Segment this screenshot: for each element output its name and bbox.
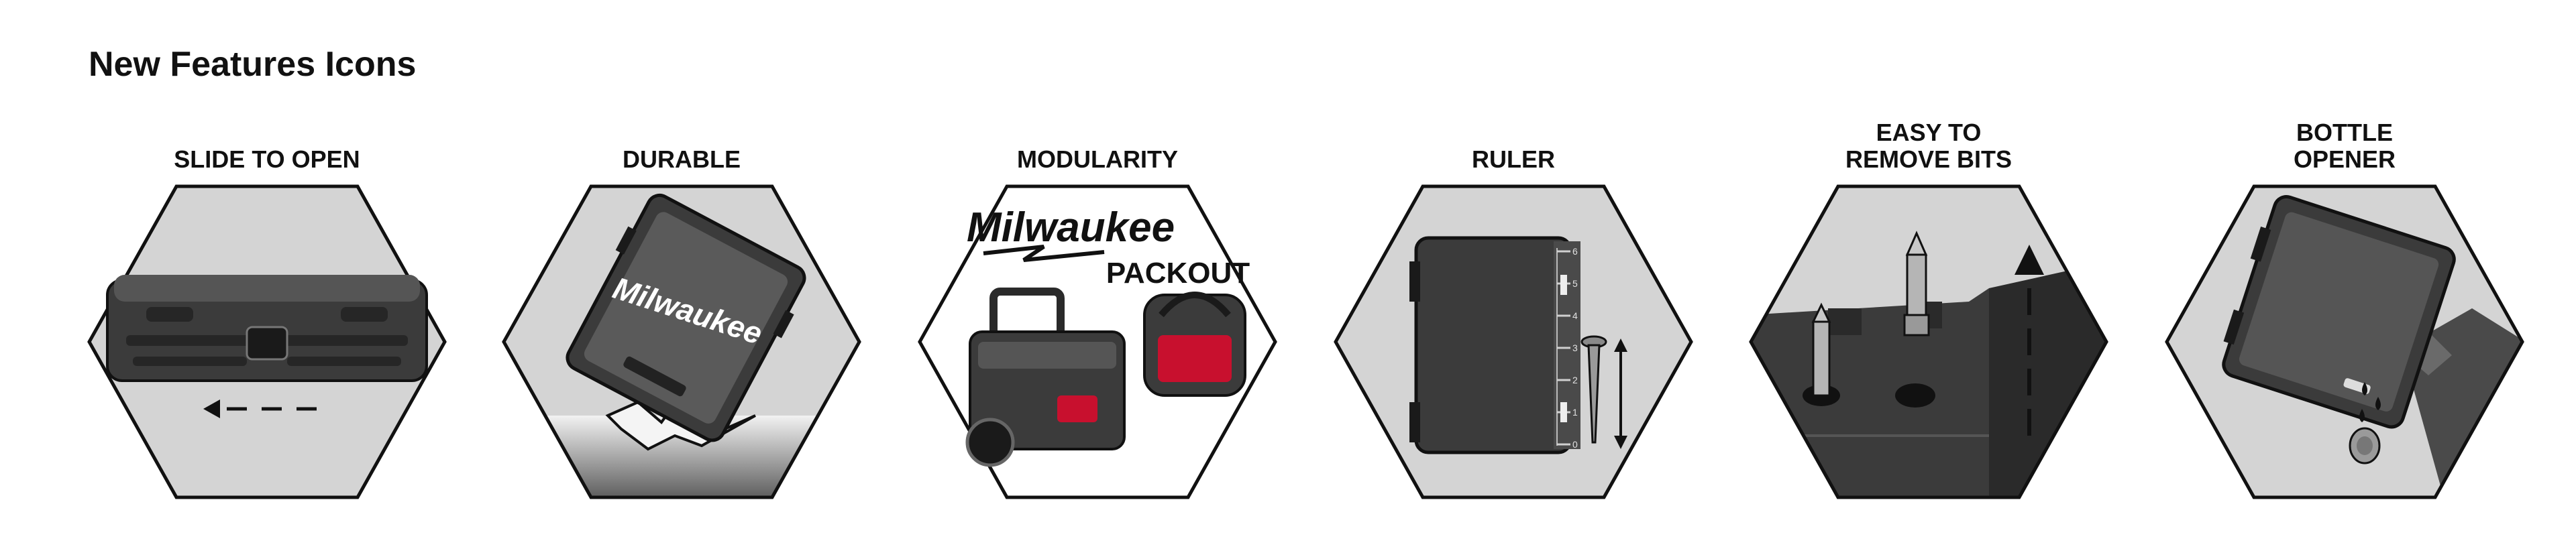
ruler-mark: 6 — [1572, 246, 1578, 257]
bottle-opener-icon — [2165, 184, 2524, 499]
feature-label: EASY TO REMOVE BITS — [1845, 119, 2012, 173]
feature-easy-to-remove-bits: EASY TO REMOVE BITS — [1748, 119, 2110, 509]
feature-durable: DURABLE Milwaukee — [500, 134, 863, 509]
ruler-icon: 6 5 4 3 2 1 0 — [1334, 184, 1693, 499]
feature-bottle-opener: BOTTLE OPENER — [2163, 119, 2526, 509]
slide-to-open-icon — [87, 184, 447, 499]
ruler-mark: 4 — [1572, 310, 1578, 321]
ruler-mark: 0 — [1572, 439, 1578, 450]
ruler-mark: 1 — [1572, 407, 1578, 418]
feature-slide-to-open: SLIDE TO OPEN — [86, 134, 448, 509]
feature-ruler: RULER 6 5 4 3 2 1 0 — [1332, 134, 1695, 509]
ruler-mark: 5 — [1572, 278, 1578, 289]
modularity-icon: Milwaukee PACKOUT — [918, 184, 1277, 499]
feature-modularity: MODULARITY Milwaukee PACKOUT — [916, 134, 1279, 509]
ruler-mark: 3 — [1572, 343, 1578, 353]
feature-label: BOTTLE OPENER — [2293, 119, 2396, 173]
feature-label: MODULARITY — [1017, 145, 1178, 173]
easy-remove-bits-icon — [1749, 184, 2108, 499]
brand-logo-text: Milwaukee — [967, 204, 1175, 251]
product-line-text: PACKOUT — [1106, 257, 1250, 290]
ruler-mark: 2 — [1572, 375, 1578, 385]
feature-label: SLIDE TO OPEN — [174, 145, 360, 173]
page-title: New Features Icons — [89, 45, 417, 84]
durable-icon: Milwaukee — [502, 184, 861, 499]
feature-label: RULER — [1472, 145, 1555, 173]
feature-label: DURABLE — [623, 145, 741, 173]
